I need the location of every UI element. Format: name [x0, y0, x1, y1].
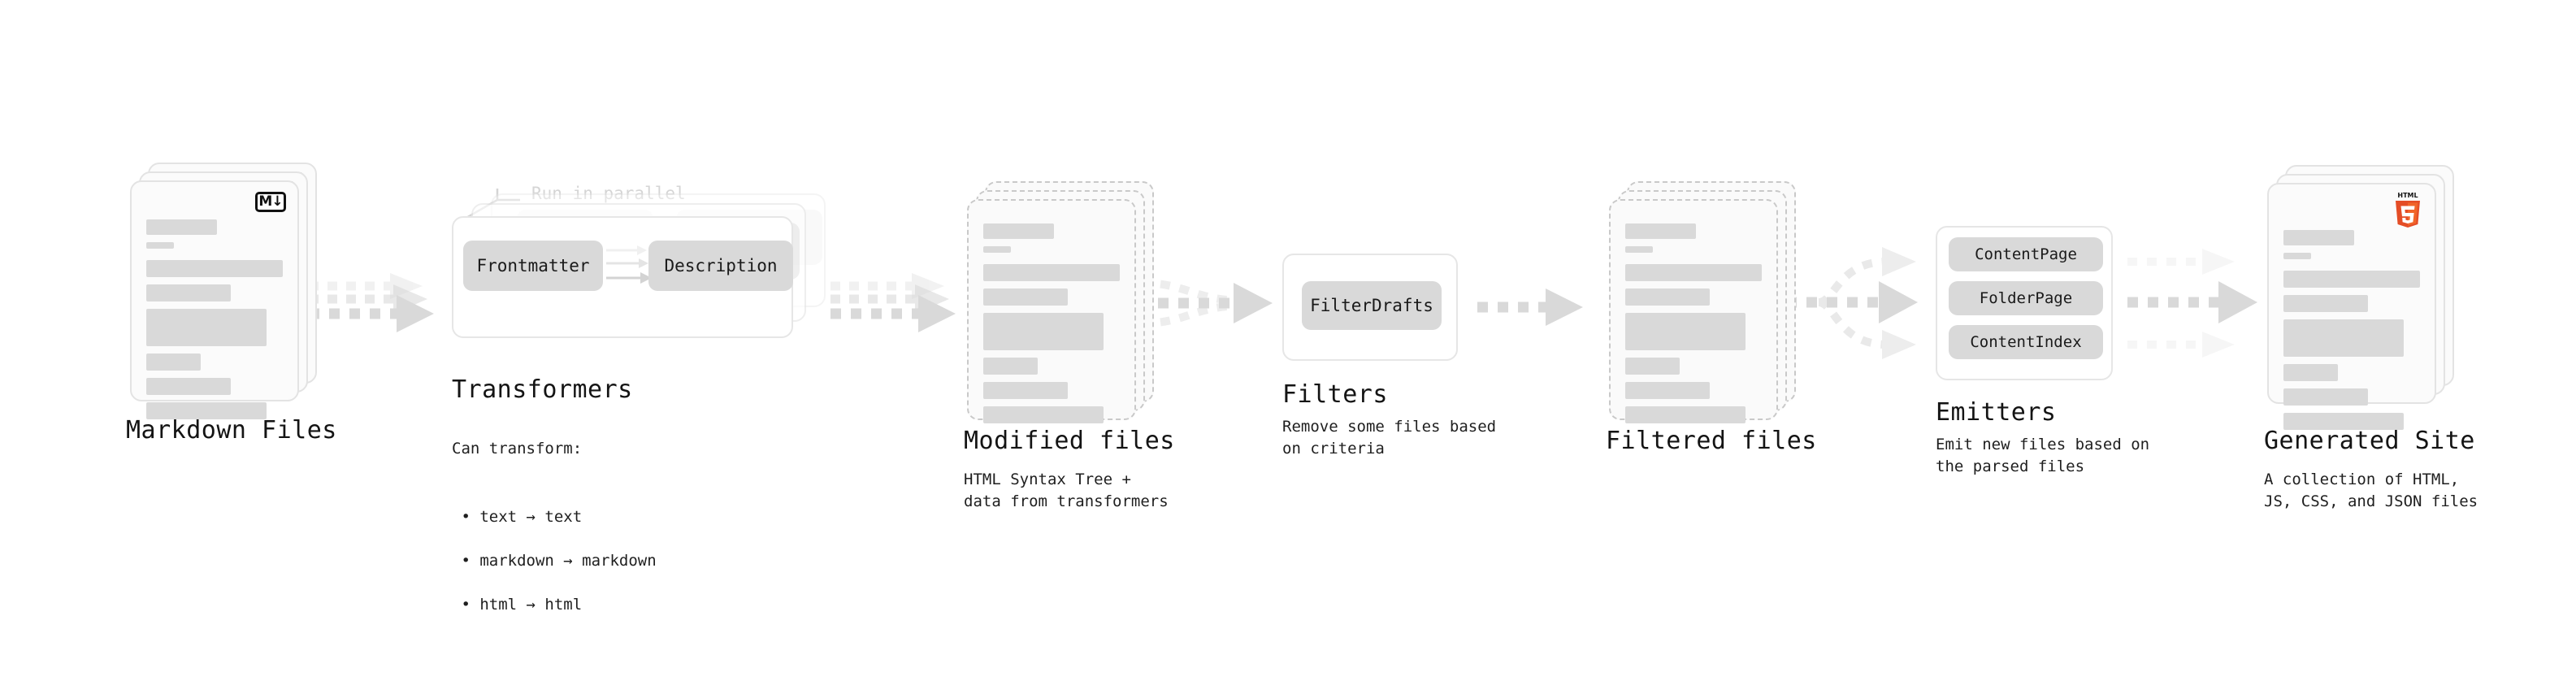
stage-desc-filters: Remove some files based on criteria — [1282, 418, 1497, 458]
connector-filters-to-filtered — [1477, 288, 1583, 326]
content-bar — [1625, 313, 1746, 350]
stage-title-filters: Filters — [1282, 380, 1388, 409]
connector-transformers-to-modified — [830, 273, 956, 332]
card-content-placeholder — [1625, 223, 1762, 431]
bullet-item: • markdown → markdown — [452, 551, 657, 570]
stage-title-filtered-files: Filtered files — [1606, 427, 1817, 455]
stage-title-generated-site: Generated Site — [2264, 427, 2475, 455]
markdown-card-front: M↓ — [130, 180, 299, 419]
stage-transformers: Run in parallel Frontmatter — [452, 184, 826, 354]
transformers-group-box: Frontmatter Description — [452, 216, 793, 338]
bullet-item: • text → text — [452, 507, 583, 526]
content-bar — [146, 309, 267, 346]
content-bar — [2283, 388, 2369, 406]
chip-filterdrafts[interactable]: FilterDrafts — [1302, 281, 1442, 330]
content-bar — [1625, 406, 1746, 423]
content-bar — [1625, 264, 1762, 281]
content-bar — [146, 402, 267, 419]
connector-emitters-to-site — [2127, 249, 2257, 358]
transformer-inner-arrows — [606, 245, 652, 284]
run-in-parallel-note: Run in parallel — [531, 184, 686, 203]
content-bar — [983, 223, 1055, 239]
content-bar — [2283, 230, 2355, 245]
content-bar — [1625, 223, 1697, 239]
card-content-placeholder — [146, 219, 283, 427]
content-bar — [146, 378, 232, 395]
markdown-icon: M↓ — [255, 192, 286, 212]
content-bar — [2283, 413, 2404, 430]
content-bar — [146, 284, 232, 301]
content-bar — [146, 354, 202, 371]
stage-desc-emitters: Emit new files based on the parsed files — [1936, 436, 2150, 475]
content-bar — [983, 264, 1120, 281]
stage-title-emitters: Emitters — [1936, 398, 2057, 427]
content-bar — [1625, 358, 1680, 375]
content-bar — [1625, 382, 1711, 399]
content-bar — [2283, 364, 2339, 381]
card-content-placeholder — [983, 223, 1120, 431]
filtered-card-front — [1609, 199, 1778, 423]
content-bar — [2283, 319, 2404, 357]
bullet-item: • html → html — [452, 595, 583, 614]
stage-title-modified-files: Modified files — [964, 427, 1175, 455]
filters-group-box: FilterDrafts — [1282, 254, 1458, 361]
chip-folderpage[interactable]: FolderPage — [1949, 281, 2103, 315]
svg-text:HTML: HTML — [2397, 192, 2418, 199]
content-bar — [146, 219, 218, 235]
chip-contentpage[interactable]: ContentPage — [1949, 237, 2103, 271]
content-bar — [983, 406, 1104, 423]
stage-desc-generated-site: A collection of HTML, JS, CSS, and JSON … — [2264, 471, 2478, 510]
stage-title-transformers: Transformers — [452, 375, 633, 404]
transformers-bullet-list: • text → text • markdown → markdown • ht… — [452, 484, 657, 638]
chip-description[interactable]: Description — [648, 241, 793, 291]
stage-desc-modified-files: HTML Syntax Tree + data from transformer… — [964, 471, 1169, 510]
content-bar — [983, 382, 1069, 399]
connector-markdown-to-transformers — [309, 273, 434, 332]
content-bar — [983, 313, 1104, 350]
content-bar — [146, 260, 283, 277]
content-bar — [1625, 246, 1653, 253]
transformers-desc-line: Can transform: — [452, 439, 583, 458]
content-bar — [146, 242, 174, 249]
chip-frontmatter[interactable]: Frontmatter — [463, 241, 603, 291]
stage-desc-transformers: Can transform: • text → text • markdown … — [452, 416, 657, 660]
modified-card-front — [967, 199, 1136, 423]
content-bar — [2283, 295, 2369, 312]
html5-icon: HTML — [2391, 191, 2425, 230]
stage-title-markdown-files: Markdown Files — [126, 416, 337, 445]
content-bar — [983, 358, 1039, 375]
content-bar — [983, 288, 1069, 306]
chip-contentindex[interactable]: ContentIndex — [1949, 325, 2103, 359]
content-bar — [2283, 271, 2420, 288]
content-bar — [2283, 253, 2311, 259]
connector-filtered-to-emitters — [1786, 247, 1918, 359]
content-bar — [983, 246, 1011, 253]
content-bar — [1625, 288, 1711, 306]
site-card-front-html: HTML — [2267, 183, 2436, 430]
connector-modified-to-filters — [1138, 279, 1273, 327]
card-content-placeholder — [2283, 230, 2420, 437]
emitters-group-box: ContentPage FolderPage ContentIndex — [1936, 226, 2113, 380]
